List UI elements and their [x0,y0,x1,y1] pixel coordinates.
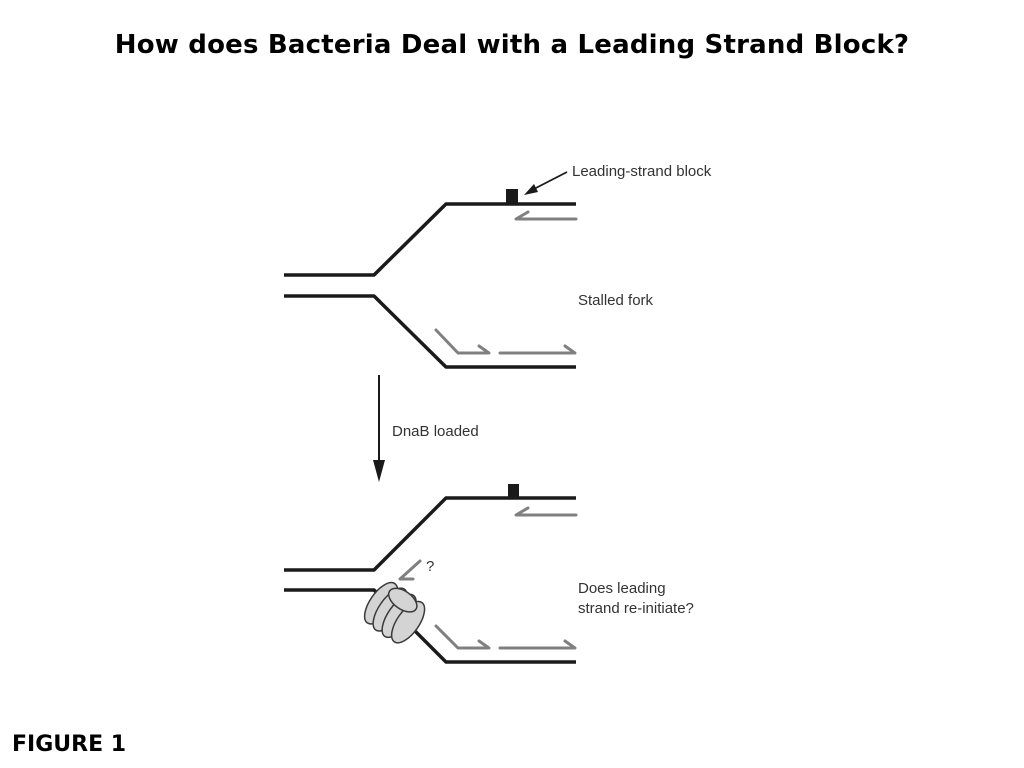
dnab-loaded-panel: ? Does leading strand re-initiate? [284,484,694,664]
top-lagging-fragment-2 [498,344,577,355]
question-mark-label: ? [426,558,434,575]
dnab-loaded-label: DnaB loaded [392,423,479,440]
bottom-new-leading-strand [514,506,578,517]
block-pointer-arrowhead [524,184,538,195]
bottom-lagging-fragment-2 [498,639,577,650]
transition-arrow: DnaB loaded [373,375,479,482]
bottom-lagging-fragment-1 [434,624,491,650]
figure-label: FIGURE 1 [12,732,127,757]
top-new-leading-strand [514,210,578,221]
leading-strand-block-label: Leading-strand block [572,163,712,180]
stalled-fork-label: Stalled fork [578,292,654,309]
top-lagging-fragment-1 [434,328,491,355]
reinitiate-question-line1: Does leading [578,580,666,597]
block-pointer-line [531,171,568,191]
top-fork-lower-strand [284,294,576,369]
top-fork-upper-strand [284,202,576,277]
bottom-fork-lower-strand [284,588,576,664]
bottom-block-marker [508,484,519,498]
reinitiated-leading-strand [398,559,422,581]
slide-title: How does Bacteria Deal with a Leading St… [114,30,910,60]
leading-strand-block-marker [506,189,518,204]
reinitiate-question-line2: strand re-initiate? [578,600,694,617]
dnab-helicase [363,581,426,644]
stalled-fork-panel: Leading-strand block Stalled fork [284,163,712,369]
down-arrow-head [373,460,385,482]
